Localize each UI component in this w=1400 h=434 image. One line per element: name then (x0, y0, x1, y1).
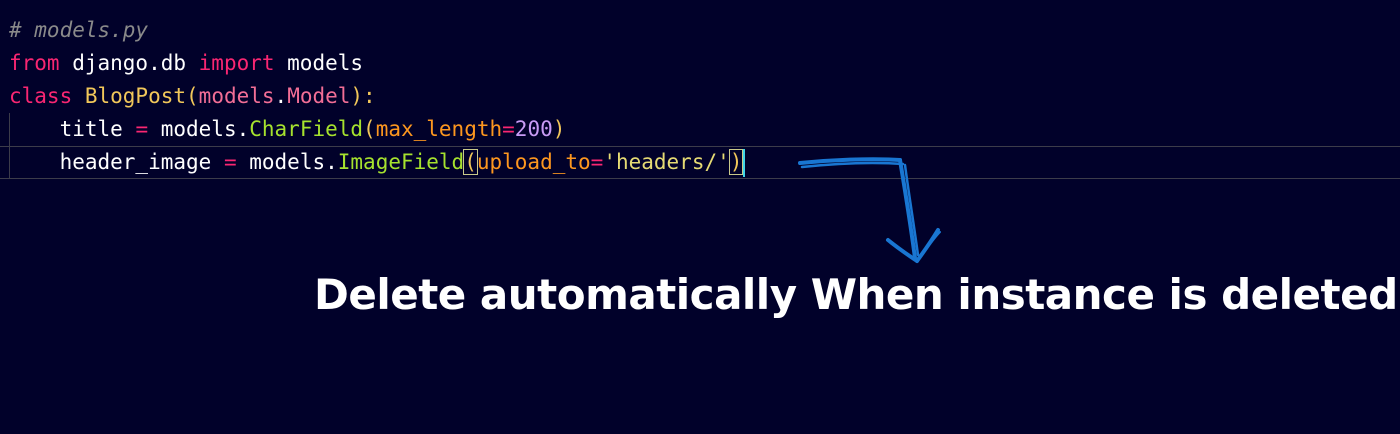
close-paren-matched: ) (728, 149, 744, 175)
module-name: django.db (59, 51, 199, 75)
open-paren: ( (363, 117, 376, 141)
close-paren: ) (552, 117, 566, 141)
function-name: ImageField (337, 150, 465, 174)
param-name: max_length (375, 117, 503, 141)
import-name: models (274, 51, 364, 75)
assign-operator: = (223, 150, 237, 174)
code-editor[interactable]: # models.py from django.db import models… (0, 14, 1400, 179)
base-class: Model (287, 84, 351, 108)
keyword-import: import (198, 51, 275, 75)
code-line-3[interactable]: class BlogPost(models.Model): (0, 80, 1400, 113)
object-ref: models. (148, 117, 250, 141)
code-line-2[interactable]: from django.db import models (0, 47, 1400, 80)
open-paren: ( (186, 84, 199, 108)
string-literal: 'headers/' (603, 150, 730, 174)
keyword-from: from (9, 51, 60, 75)
dot-token: . (274, 84, 288, 108)
base-module: models (198, 84, 275, 108)
code-line-4[interactable]: title = models.CharField(max_length=200) (0, 113, 1400, 146)
indent-guide (9, 147, 10, 178)
code-line-1[interactable]: # models.py (0, 14, 1400, 47)
text-cursor (743, 149, 746, 177)
function-name: CharField (249, 117, 364, 141)
comment-token: # models.py (9, 18, 149, 42)
param-name: upload_to (476, 150, 591, 174)
keyword-class: class (9, 84, 73, 108)
field-name: header_image (59, 150, 224, 174)
number-literal: 200 (514, 117, 553, 141)
close-paren: ): (350, 84, 376, 108)
class-name: BlogPost (72, 84, 187, 108)
param-assign: = (590, 150, 604, 174)
indent-guide (9, 113, 10, 146)
assign-operator: = (135, 117, 149, 141)
code-line-5-current[interactable]: header_image = models.ImageField(upload_… (0, 146, 1400, 179)
object-ref: models. (236, 150, 338, 174)
param-assign: = (502, 117, 515, 141)
field-name: title (59, 117, 136, 141)
annotation-caption: Delete automatically When instance is de… (314, 270, 1398, 319)
open-paren-matched: ( (463, 149, 478, 175)
